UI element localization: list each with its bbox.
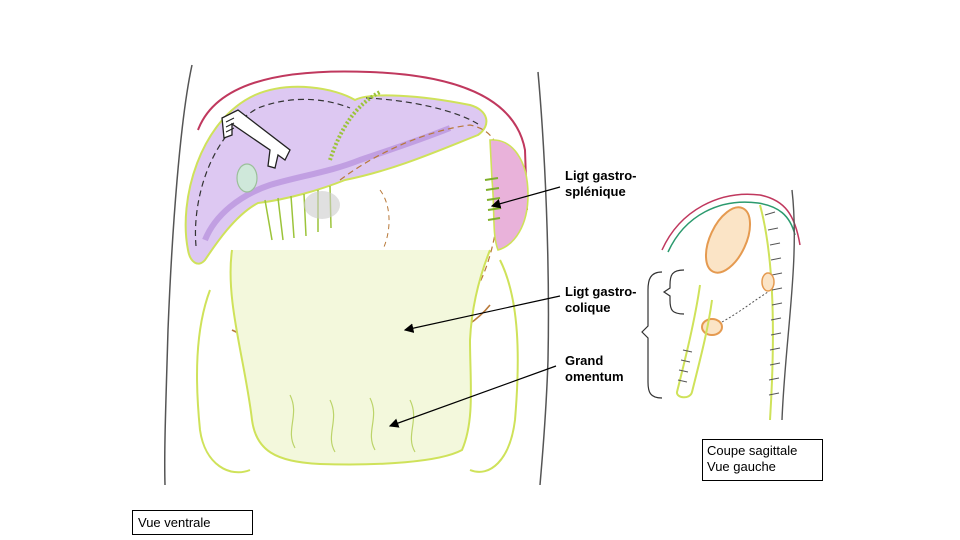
retractor-hatch [225,117,235,133]
sagittal-colon [701,318,723,336]
caption-sagittal-line1: Coupe sagittale [707,443,798,458]
retractor-instrument [221,109,291,169]
body-outline-left [163,64,193,486]
arrow-greater-omentum [388,365,557,428]
gastro-splenic-ligament-mark [484,177,502,221]
descending-colon [469,259,519,473]
falciform-ligament [328,90,381,161]
label-gastro-colic: Ligt gastro- colique [565,284,637,315]
liver-dashed-outline [194,97,479,247]
sagittal-brace-small [662,269,685,315]
caption-ventral-text: Vue ventrale [138,515,211,530]
sagittal-pancreas [761,272,775,292]
omentum-folds [289,394,416,453]
sagittal-wall [759,204,774,421]
sagittal-omentum [676,284,713,399]
stomach-inner [374,189,390,263]
body-outline-right [537,71,550,486]
sagittal-back [781,189,796,421]
ascending-colon [196,289,251,474]
sagittal-omentum-ticks [677,349,693,383]
caption-ventral: Vue ventrale [132,510,253,535]
sagittal-peritoneum [667,201,796,253]
sagittal-mesocolon [721,291,769,323]
sagittal-wall-ticks [764,211,783,396]
diaphragm [197,70,528,211]
lesser-omentum [264,185,332,241]
sagittal-brace-large [641,271,663,399]
arrow-gastro-colic [403,295,561,333]
caption-sagittal: Coupe sagittale Vue gauche [702,439,823,481]
caption-sagittal-line2: Vue gauche [707,459,776,474]
liver-shade [202,125,452,242]
sagittal-stomach [704,206,752,274]
label-greater-omentum: Grand omentum [565,353,624,384]
arrow-gastro-splenic [490,186,561,209]
label-gastro-splenic: Ligt gastro- splénique [565,168,637,199]
gallbladder [236,163,258,193]
greater-omentum [229,249,491,466]
spleen [489,139,529,251]
lesser-sac-shadow [304,191,340,219]
sagittal-diaphragm [661,193,801,251]
